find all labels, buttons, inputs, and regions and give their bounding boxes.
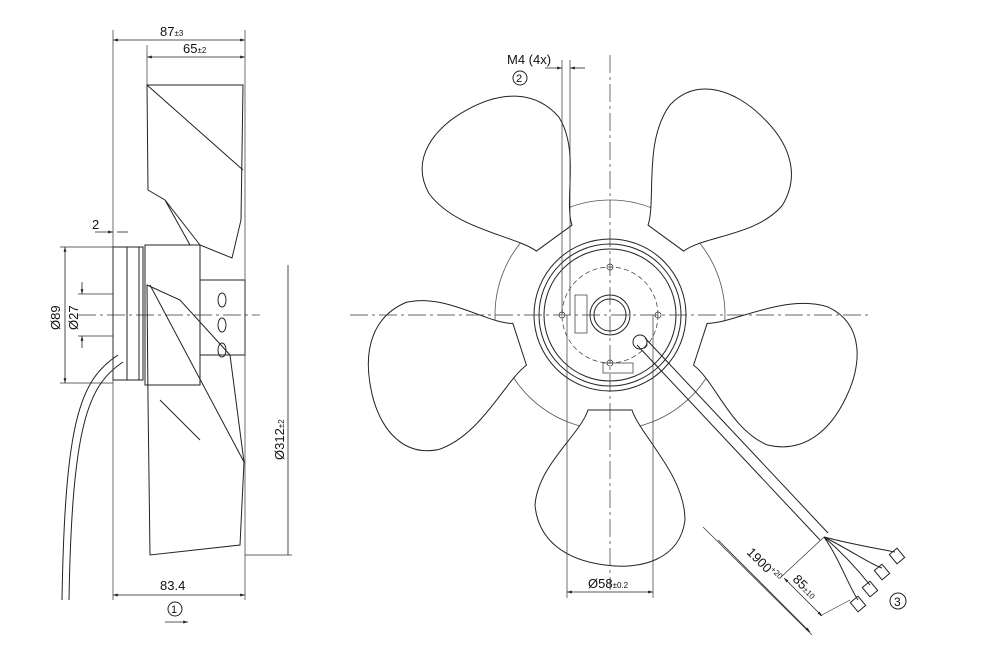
dim-fan-diameter: Ø312±2: [272, 419, 287, 460]
connector-marker: 3: [894, 595, 901, 609]
dim-strip-length: 85±10: [790, 572, 821, 603]
dim-hub-diameter: Ø89: [48, 305, 63, 330]
connector-terminal: [873, 563, 891, 581]
dim-flange: 2: [92, 217, 99, 232]
dim-bolt-circle: Ø58±0.2: [588, 576, 629, 591]
connector-terminal: [888, 547, 906, 565]
thread-marker: 2: [516, 73, 522, 85]
front-cable: [636, 344, 821, 541]
hub-label-plate: [602, 362, 634, 374]
fan-blade: [367, 300, 528, 452]
hub-label-plate: [574, 294, 588, 334]
dim-shaft-diameter: Ø27: [66, 305, 81, 330]
fan-blade: [692, 302, 858, 448]
dim-thread: M4 (4x): [507, 52, 551, 67]
airflow-marker-circle: [167, 601, 183, 617]
fan-blade: [534, 409, 686, 567]
dim-overall-depth: 87±3: [160, 24, 184, 39]
dim-cable-length: 1900+20: [744, 545, 785, 586]
side-blade-upper: [146, 84, 244, 259]
side-view: 87±3 65±2 2 Ø89 Ø27 Ø312±2 83.4 1: [48, 24, 292, 624]
side-blade-lower: [146, 284, 245, 556]
cable-wires: [823, 536, 906, 613]
front-view: M4 (4x) 2 Ø58±0.2 1900+20 85±10 3: [350, 52, 907, 636]
dim-blade-depth: 65±2: [183, 41, 207, 56]
connector-terminal: [849, 595, 867, 613]
dim-mount-depth: 83.4: [160, 578, 185, 593]
fan-blade: [647, 88, 792, 252]
connector-terminal: [861, 580, 879, 598]
side-cable: [61, 354, 119, 601]
airflow-marker: 1: [171, 604, 177, 616]
